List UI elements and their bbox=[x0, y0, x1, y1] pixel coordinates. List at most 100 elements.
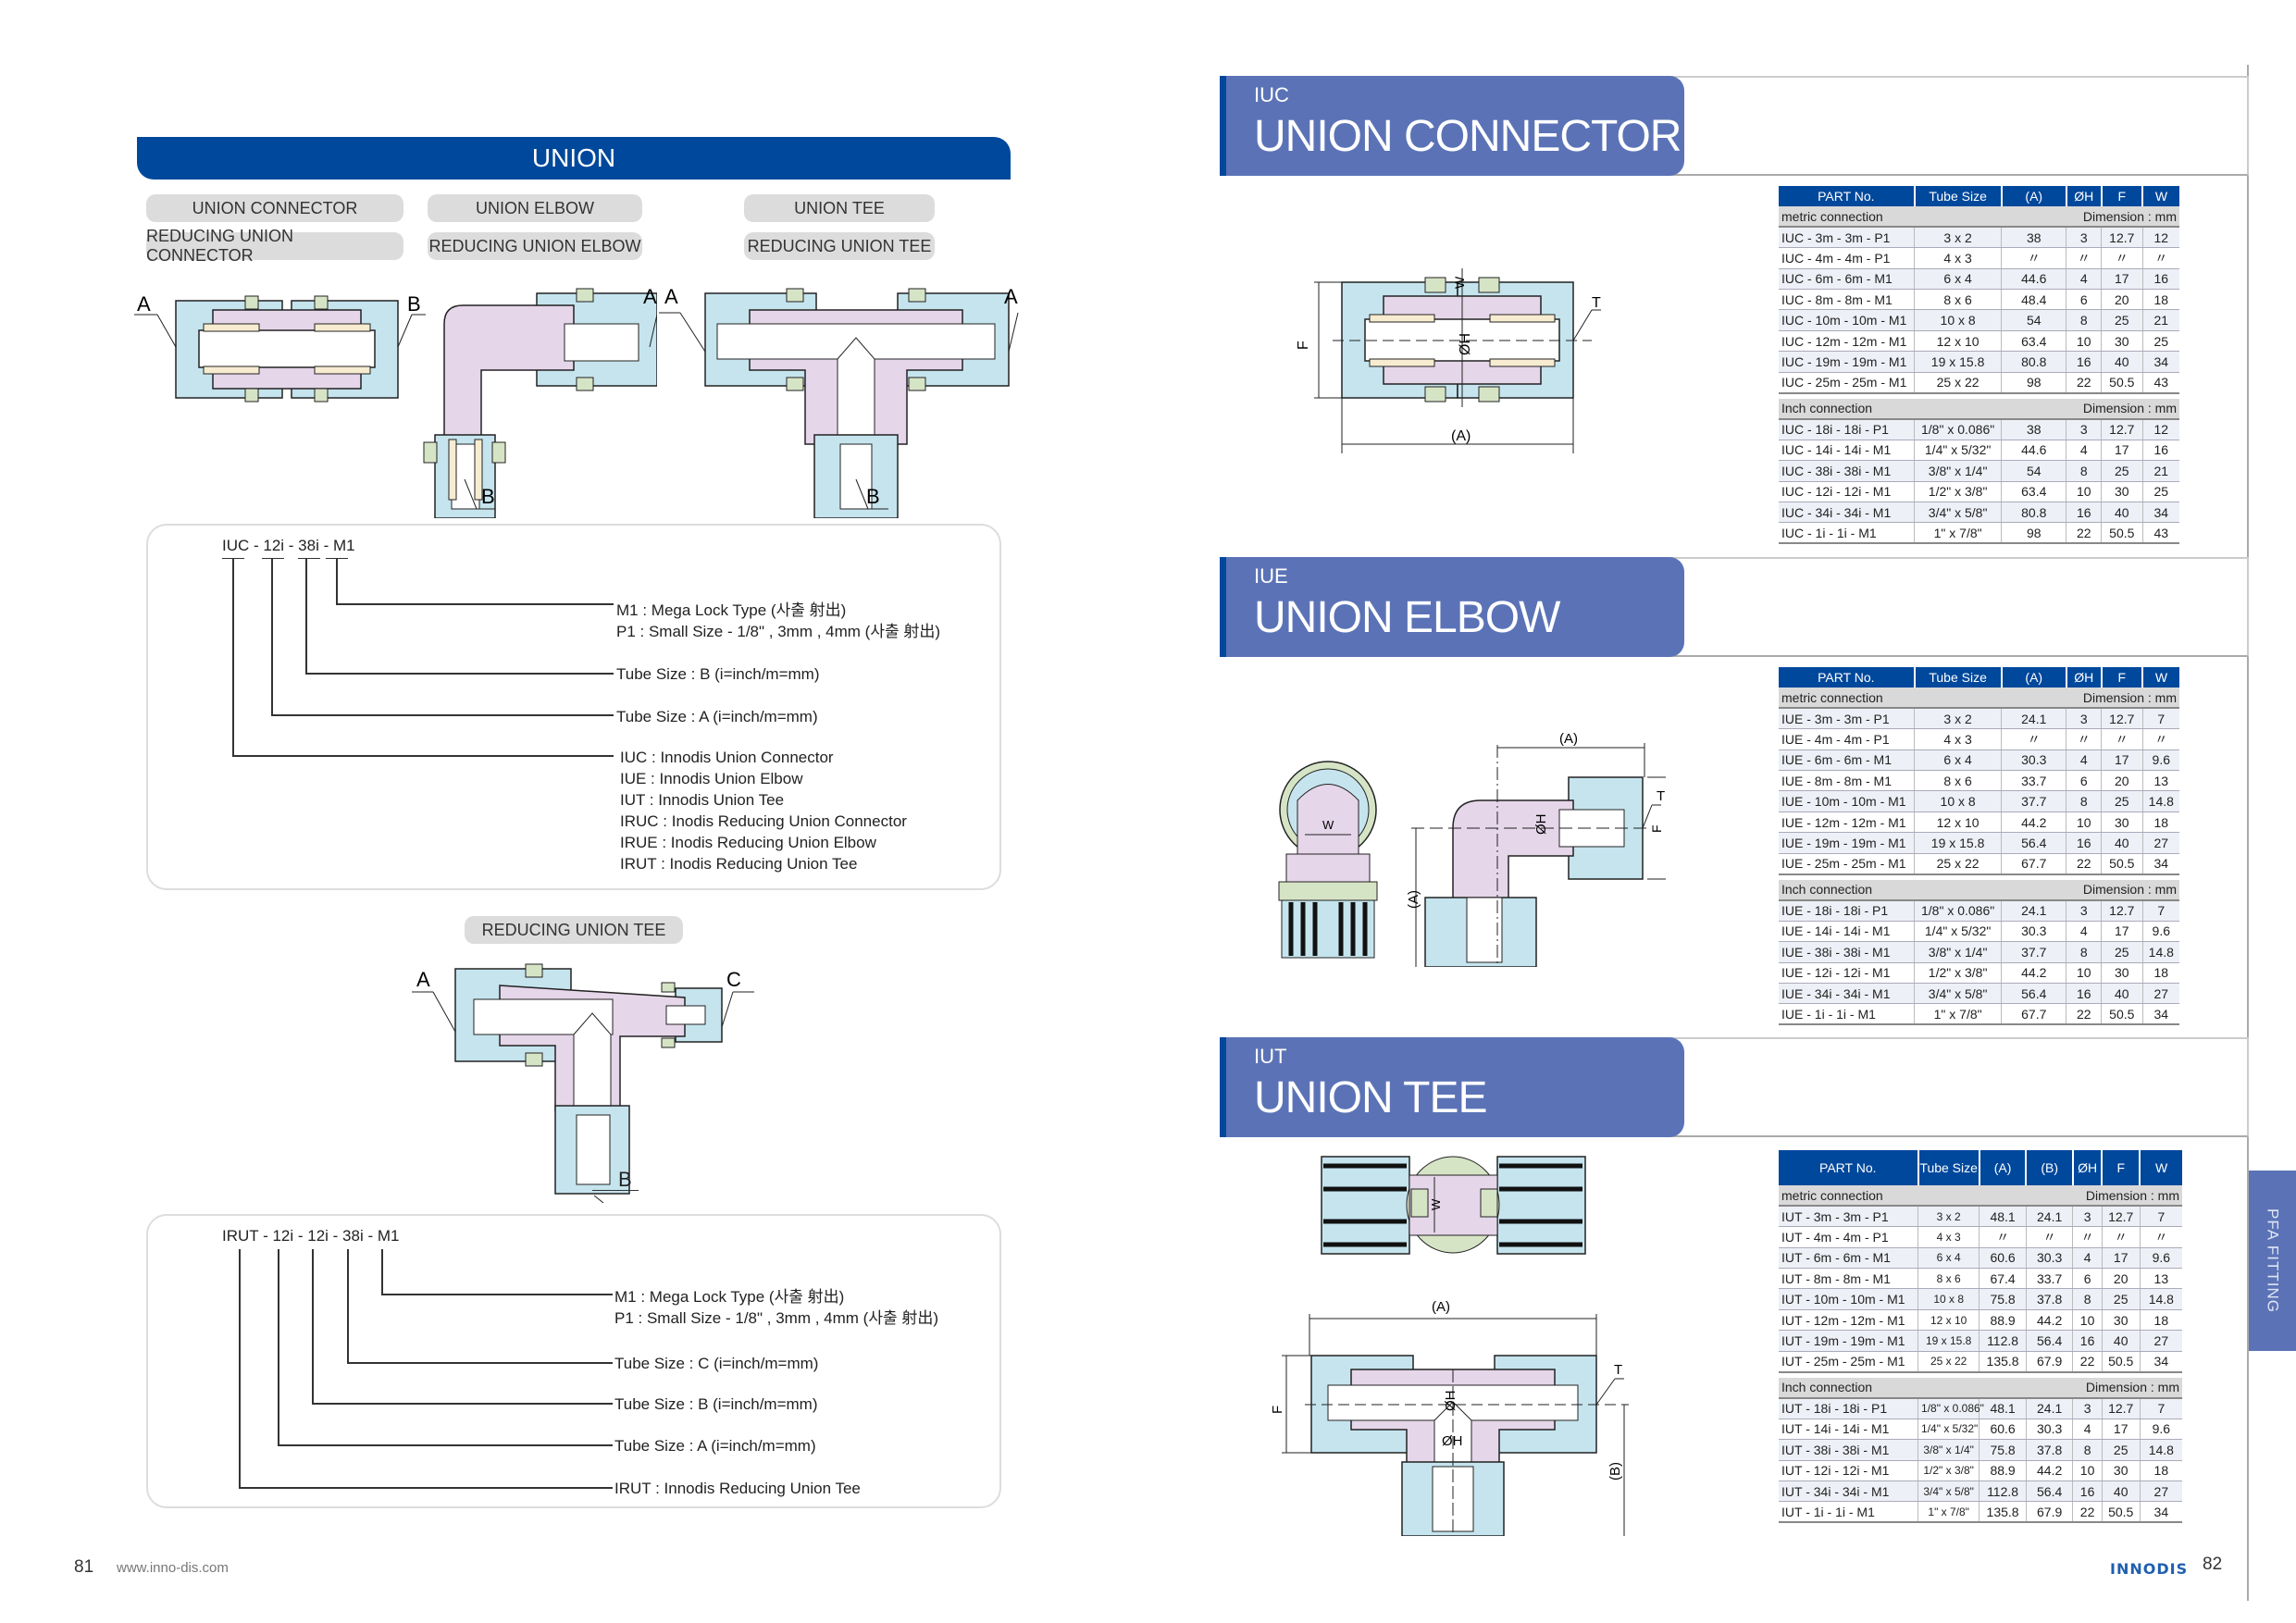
value-cell: 37.7 bbox=[2001, 790, 2067, 812]
part-number-cell: IUC - 12i - 12i - M1 bbox=[1779, 481, 1916, 502]
value-cell: 67.7 bbox=[2001, 853, 2067, 875]
value-cell: 25 bbox=[2102, 1288, 2141, 1310]
section-code: IUE bbox=[1254, 564, 1288, 588]
website-link[interactable]: www.inno-dis.com bbox=[117, 1560, 229, 1576]
part-number-cell: IUE - 34i - 34i - M1 bbox=[1779, 983, 1916, 1005]
column-header: PART No. bbox=[1779, 186, 1916, 206]
dim-t: T bbox=[1614, 1362, 1622, 1378]
union-title: UNION bbox=[531, 143, 616, 172]
value-cell: 1/2" x 3/8" bbox=[1917, 1460, 1980, 1481]
value-cell: 〃 bbox=[2072, 1226, 2103, 1248]
part-number-cell: IUE - 14i - 14i - M1 bbox=[1779, 921, 1916, 943]
value-cell: 34 bbox=[2140, 1351, 2182, 1373]
dimension-unit: Dimension : mm bbox=[2085, 1380, 2179, 1395]
value-cell: 〃 bbox=[2102, 1226, 2141, 1248]
value-cell: 25 bbox=[2101, 460, 2143, 482]
value-cell: 〃 bbox=[2066, 247, 2102, 269]
value-cell: 44.2 bbox=[2026, 1309, 2074, 1332]
legend-type: IUC : Innodis Union Connector bbox=[620, 749, 834, 766]
value-cell: 8 x 6 bbox=[1917, 1268, 1980, 1290]
part-number-cell: IUT - 10m - 10m - M1 bbox=[1779, 1288, 1919, 1310]
label-a: A bbox=[416, 968, 430, 991]
part-number-cell: IUT - 3m - 3m - P1 bbox=[1779, 1206, 1919, 1228]
value-cell: 〃 bbox=[2101, 247, 2143, 269]
value-cell: 18 bbox=[2140, 1309, 2182, 1332]
dimension-unit: Dimension : mm bbox=[2085, 1187, 2179, 1203]
value-cell: 14.8 bbox=[2140, 1288, 2182, 1310]
value-cell: 56.4 bbox=[2001, 832, 2067, 854]
value-cell: 17 bbox=[2102, 1247, 2141, 1270]
page-number-left: 81 bbox=[74, 1557, 94, 1577]
value-cell: 1/2" x 3/8" bbox=[1914, 481, 2003, 502]
connection-type: Inch connection bbox=[1781, 401, 1873, 416]
part-number-cell: IUC - 12m - 12m - M1 bbox=[1779, 330, 1916, 353]
label-a: A bbox=[137, 292, 151, 316]
dim-w: W bbox=[1452, 276, 1467, 289]
value-cell: 12.7 bbox=[2102, 1206, 2141, 1228]
part-code-legend-box bbox=[146, 524, 1001, 890]
value-cell: 13 bbox=[2140, 1268, 2182, 1290]
pill-union-tee: UNION TEE bbox=[744, 194, 935, 222]
value-cell: 30 bbox=[2102, 1309, 2141, 1332]
value-cell: 4 bbox=[2066, 921, 2102, 943]
column-header: (B) bbox=[2026, 1150, 2074, 1185]
value-cell: 19 x 15.8 bbox=[1917, 1330, 1980, 1352]
section-tab: IUC UNION CONNECTOR bbox=[1220, 76, 1684, 176]
value-cell: 9.6 bbox=[2140, 1419, 2182, 1441]
dim-w: W bbox=[1429, 1198, 1443, 1210]
column-header: F bbox=[2101, 186, 2144, 206]
value-cell: 18 bbox=[2142, 812, 2179, 834]
value-cell: 43 bbox=[2142, 372, 2179, 394]
legend-p1: P1 : Small Size - 1/8" , 3mm , 4mm (사출 射… bbox=[614, 1309, 938, 1327]
part-number-cell: IUC - 8m - 8m - M1 bbox=[1779, 289, 1916, 311]
value-cell: 〃 bbox=[2101, 728, 2143, 750]
value-cell: 3/4" x 5/8" bbox=[1914, 983, 2003, 1005]
value-cell: 4 bbox=[2072, 1247, 2103, 1270]
value-cell: 10 bbox=[2072, 1309, 2103, 1332]
connection-type: metric connection bbox=[1781, 689, 1883, 705]
value-cell: 1/4" x 5/32" bbox=[1914, 921, 2003, 943]
value-cell: 135.8 bbox=[1979, 1351, 2027, 1373]
value-cell: 40 bbox=[2101, 832, 2143, 854]
part-number-cell: IUE - 6m - 6m - M1 bbox=[1779, 750, 1916, 772]
dim-h: ØH bbox=[1458, 333, 1473, 355]
value-cell: 4 bbox=[2072, 1419, 2103, 1441]
legend-type-list: IUC : Innodis Union Connector IUE : Inno… bbox=[620, 747, 907, 874]
value-cell: 25 bbox=[2142, 330, 2179, 353]
part-number-cell: IUC - 38i - 38i - M1 bbox=[1779, 460, 1916, 482]
page-edge-line bbox=[2247, 65, 2249, 1601]
dim-t: T bbox=[1592, 295, 1601, 311]
value-cell: 6 x 4 bbox=[1914, 268, 2003, 291]
value-cell: 4 bbox=[2066, 440, 2102, 462]
iut-dimension-drawing: W (A) F T (B) ØH ØH bbox=[1270, 1156, 1629, 1536]
value-cell: 12 x 10 bbox=[1914, 812, 2003, 834]
column-header: F bbox=[2102, 1150, 2141, 1185]
column-header: ØH bbox=[2066, 186, 2103, 206]
category-side-tab[interactable]: PFA FITTING bbox=[2249, 1171, 2296, 1351]
side-tab-label: PFA FITTING bbox=[2264, 1208, 2282, 1313]
dim-a: (A) bbox=[1559, 731, 1578, 747]
value-cell: 16 bbox=[2072, 1330, 2103, 1352]
value-cell: 25 x 22 bbox=[1914, 372, 2003, 394]
value-cell: 44.2 bbox=[2026, 1460, 2074, 1481]
dim-f: F bbox=[1270, 1406, 1285, 1414]
value-cell: 7 bbox=[2140, 1206, 2182, 1228]
part-number-cell: IUT - 19m - 19m - M1 bbox=[1779, 1330, 1919, 1352]
value-cell: 44.2 bbox=[2001, 812, 2067, 834]
part-number-cell: IUC - 4m - 4m - P1 bbox=[1779, 247, 1916, 269]
value-cell: 10 x 8 bbox=[1917, 1288, 1980, 1310]
